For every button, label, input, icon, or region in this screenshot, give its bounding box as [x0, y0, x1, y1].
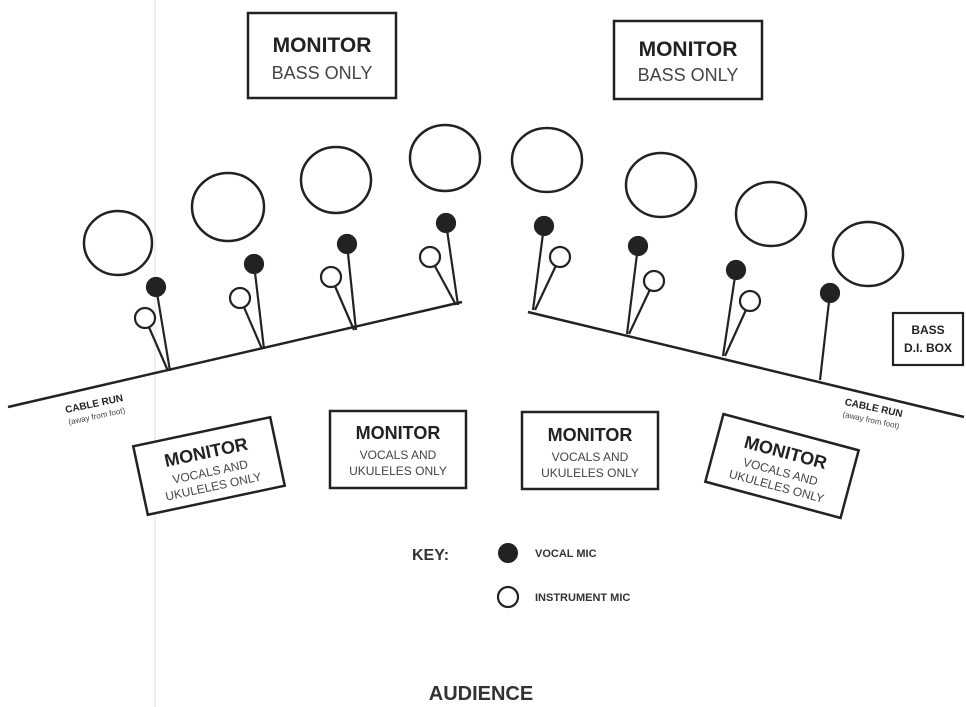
performer-position — [82, 209, 154, 277]
mic-stand — [818, 282, 841, 381]
instrument-mic-icon — [496, 585, 520, 609]
monitor-title: MONITOR — [639, 38, 738, 61]
monitor-subtitle: UKULELES ONLY — [349, 464, 447, 478]
mic-stand — [625, 235, 666, 335]
performer-position — [510, 126, 584, 194]
performer-position — [734, 180, 808, 248]
mic-stand — [721, 259, 762, 357]
key-legend: KEY: VOCAL MIC INSTRUMENT MIC — [412, 543, 630, 609]
performer-position — [624, 151, 698, 219]
vocal-mic-icon — [819, 282, 841, 304]
vocal-mic-icon — [725, 259, 747, 281]
performer-position — [831, 220, 905, 288]
monitor-title: MONITOR — [273, 34, 372, 57]
monitor-bass-right: MONITOR BASS ONLY — [612, 19, 764, 101]
monitor-subtitle: BASS ONLY — [272, 63, 373, 83]
instrument-mic-icon — [133, 306, 157, 330]
cable-run-left-label: CABLE RUN (away from foot) — [64, 393, 126, 427]
monitor-subtitle: VOCALS AND — [360, 448, 437, 462]
vocal-mic-icon — [498, 543, 518, 563]
vocal-mic-icon — [435, 212, 457, 234]
mic-stand — [531, 215, 572, 311]
audience-label: AUDIENCE — [429, 683, 533, 705]
key-label: KEY: — [412, 547, 449, 564]
vocal-mic-icon — [627, 235, 649, 257]
performer-position — [299, 145, 373, 215]
vocal-mic-icon — [533, 215, 555, 237]
bass-di-box: BASS D.I. BOX — [891, 311, 965, 367]
vocal-mic-icon — [145, 276, 167, 298]
monitor-subtitle: VOCALS AND — [552, 450, 629, 464]
performer-position — [190, 171, 266, 243]
mic-stands — [133, 212, 841, 381]
monitor-vocals-2: MONITOR VOCALS AND UKULELES ONLY — [328, 409, 468, 490]
performer-position — [408, 123, 482, 193]
bass-di-label-1: BASS — [911, 323, 944, 337]
monitor-subtitle: BASS ONLY — [638, 65, 739, 85]
instrument-mic-icon — [642, 269, 666, 293]
monitor-vocals-4: MONITOR VOCALS AND UKULELES ONLY — [703, 412, 861, 520]
monitor-vocals-3: MONITOR VOCALS AND UKULELES ONLY — [520, 410, 660, 491]
instrument-mic-icon — [738, 289, 762, 313]
mic-stand — [418, 212, 460, 306]
vocal-mic-icon — [336, 233, 358, 255]
key-vocal-label: VOCAL MIC — [535, 548, 597, 560]
monitor-bass-left: MONITOR BASS ONLY — [246, 11, 398, 100]
monitor-title: MONITOR — [548, 425, 633, 445]
cable-run-right-line — [527, 310, 965, 419]
instrument-mic-icon — [319, 265, 343, 289]
performer-positions — [82, 123, 905, 288]
mic-stand — [228, 253, 266, 350]
vocal-mic-icon — [243, 253, 265, 275]
monitor-title: MONITOR — [356, 423, 441, 443]
key-instrument-label: INSTRUMENT MIC — [535, 592, 630, 604]
bass-di-label-2: D.I. BOX — [904, 341, 952, 355]
mic-stand — [133, 276, 172, 372]
cable-run-right-label: CABLE RUN (away from foot) — [842, 397, 904, 431]
instrument-mic-icon — [418, 245, 442, 269]
mic-stand — [319, 233, 358, 331]
monitor-vocals-1: MONITOR VOCALS AND UKULELES ONLY — [131, 415, 287, 517]
instrument-mic-icon — [228, 286, 252, 310]
instrument-mic-icon — [548, 245, 572, 269]
cable-run-left-line — [7, 300, 463, 409]
monitor-subtitle: UKULELES ONLY — [541, 466, 639, 480]
